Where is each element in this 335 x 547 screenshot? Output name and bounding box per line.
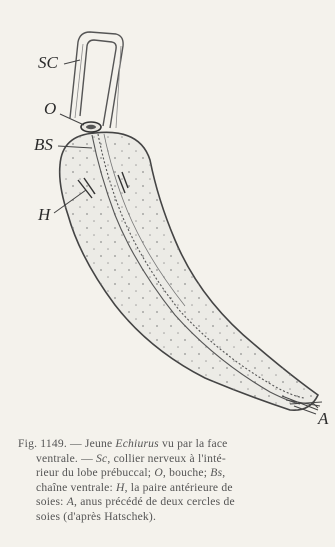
label-o: O [44,99,56,118]
mouth [81,122,101,132]
figure: SC O BS H A [0,0,335,430]
echiurus-drawing: SC O BS H A [0,0,335,430]
caption-line-5: soies: A, anus précédé de deux cercles d… [18,495,327,510]
prebuccal-lobe [70,32,123,128]
label-a: A [317,409,329,428]
caption-line-3: rieur du lobe prébuccal; O, bouche; Bs, [18,466,327,481]
worm-body [60,132,318,410]
caption-line-2: ventrale. — Sc, collier nerveux à l'inté… [18,452,327,467]
label-sc: SC [38,53,59,72]
caption-line-1: Fig. 1149. — Jeune Echiurus vu par la fa… [18,437,327,452]
figure-caption: Fig. 1149. — Jeune Echiurus vu par la fa… [18,437,327,525]
caption-line-6: soies (d'après Hatschek). [18,510,327,525]
caption-line-4: chaîne ventrale: H, la paire antérieure … [18,481,327,496]
label-h: H [37,205,52,224]
label-bs: BS [34,135,53,154]
